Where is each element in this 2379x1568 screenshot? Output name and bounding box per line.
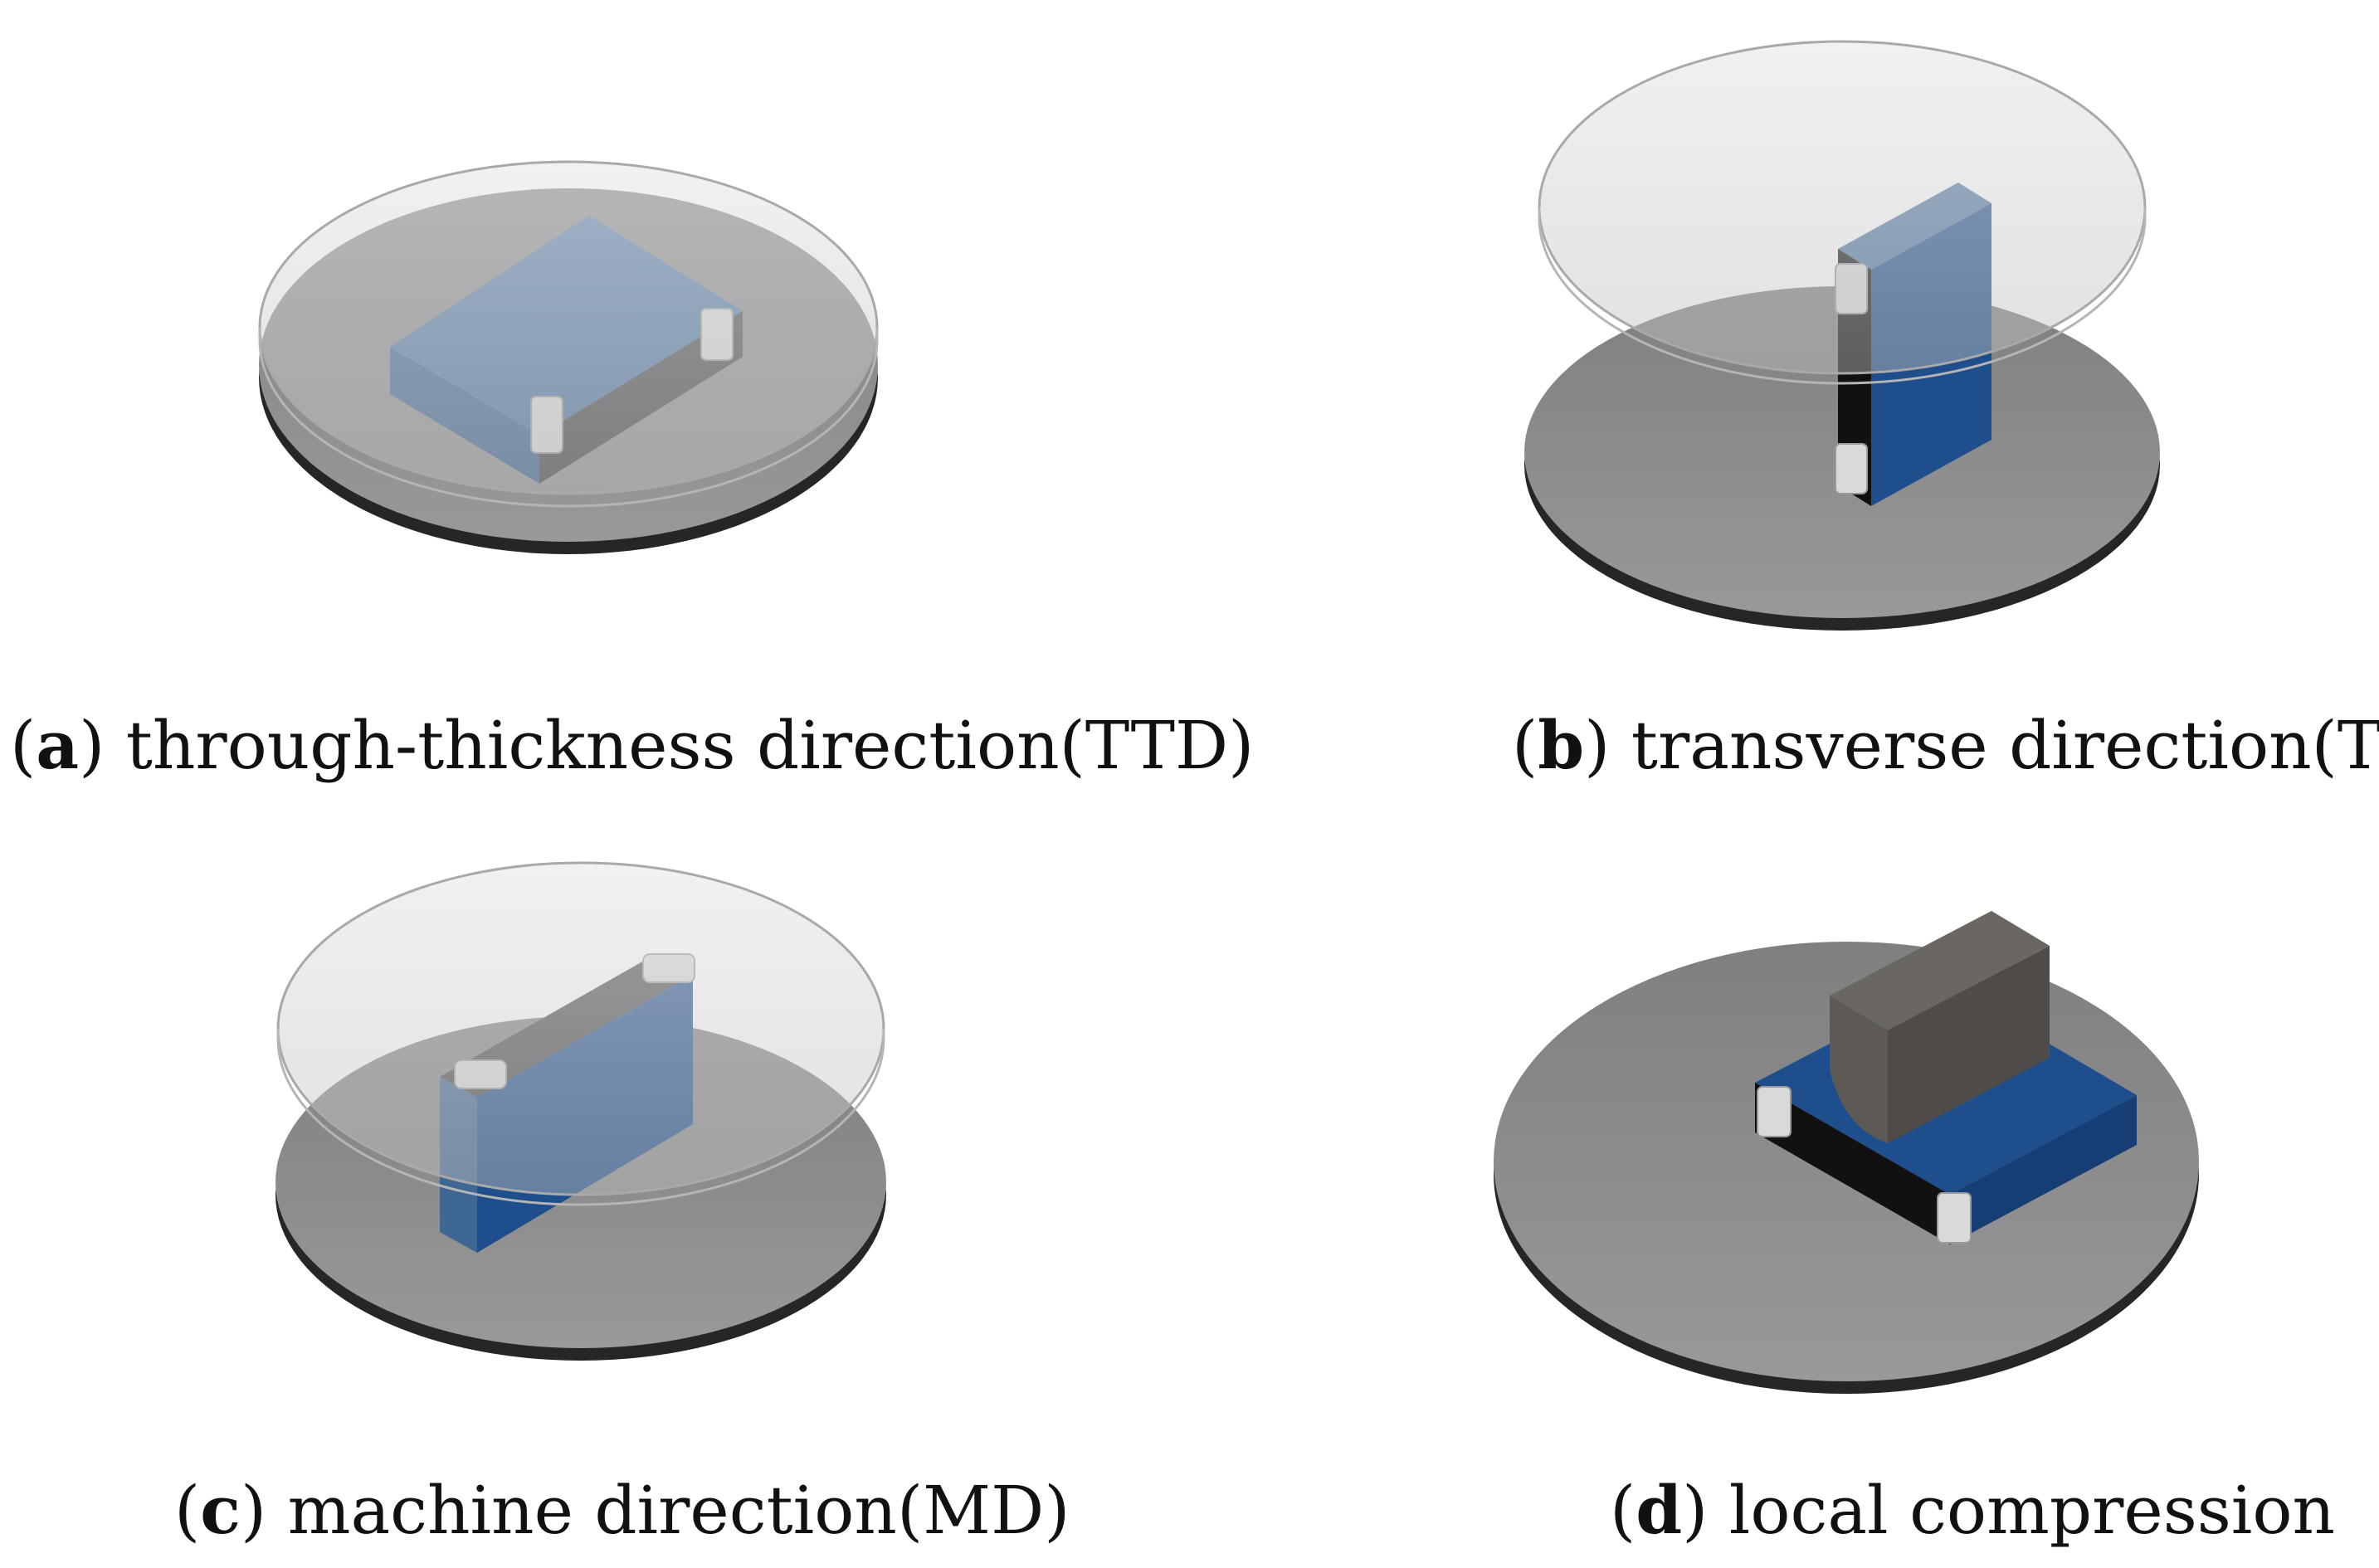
caption-text: machine direction(MD) — [287, 1472, 1070, 1549]
panel-c-top-platen — [276, 861, 885, 1206]
panel-d-scene — [1494, 911, 2199, 1394]
caption-letter: b — [1538, 706, 1585, 784]
caption-panel-a: (a) through-thickness direction(TTD) — [10, 706, 1255, 784]
caption-letter: c — [200, 1471, 241, 1549]
caption-panel-c: (c) machine direction(MD) — [174, 1471, 1070, 1549]
panel-d-indenter — [1830, 911, 2050, 1143]
panel-d-terminal-icon — [1757, 1086, 1792, 1137]
caption-letter: d — [1636, 1471, 1683, 1549]
caption-panel-d: (d) local compression — [1610, 1471, 2336, 1549]
panel-b-top-platen — [1538, 40, 2147, 385]
caption-text: through-thickness direction(TTD) — [125, 707, 1255, 784]
panel-a-top-platen — [258, 160, 879, 508]
caption-text: local compression — [1728, 1472, 2336, 1549]
caption-panel-b: (b) transverse direction(TD) — [1512, 712, 2379, 779]
panel-b-scene — [1524, 40, 2160, 631]
panel-b-terminal-icon — [1835, 443, 1868, 494]
panel-a-scene — [258, 160, 879, 554]
panel-d-terminal-icon — [1937, 1192, 1972, 1244]
panel-c-scene — [275, 861, 886, 1361]
caption-text: transverse direction(TD) — [1631, 707, 2379, 784]
caption-letter: a — [36, 706, 80, 784]
